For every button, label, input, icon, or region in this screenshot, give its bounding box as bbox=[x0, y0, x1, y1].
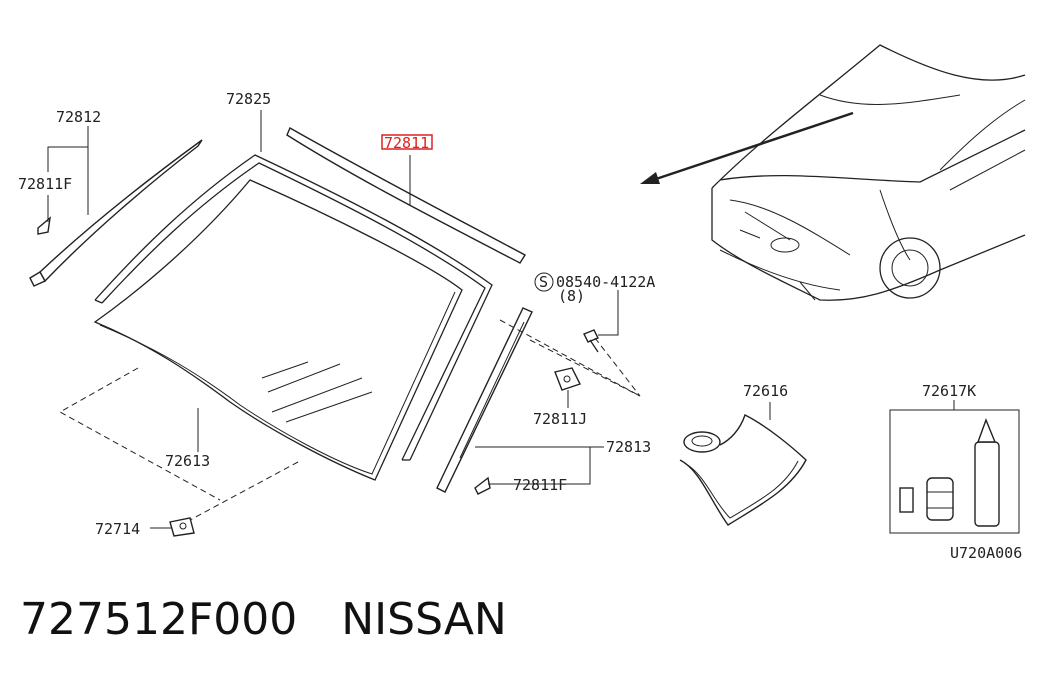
callout-molding-side[interactable]: 72813 bbox=[606, 438, 651, 456]
leader-lines bbox=[47, 110, 955, 529]
weatherstrip bbox=[94, 154, 493, 461]
callout-molding-upper-left[interactable]: 72812 bbox=[56, 108, 101, 126]
figure-code: U720A006 bbox=[950, 544, 1022, 562]
car-icon bbox=[711, 44, 1026, 301]
callout-weatherstrip[interactable]: 72825 bbox=[226, 90, 271, 108]
callout-screw-qty: (8) bbox=[558, 287, 585, 305]
callout-clip-left[interactable]: 72811F bbox=[18, 175, 72, 193]
bracket-icon bbox=[169, 517, 195, 537]
clip-j-icon bbox=[554, 367, 581, 391]
callout-dam-kit[interactable]: 72616 bbox=[743, 382, 788, 400]
callout-adhesive-kit[interactable]: 72617K bbox=[922, 382, 976, 400]
top-molding bbox=[286, 127, 526, 264]
callout-screw[interactable]: 08540-4122A bbox=[556, 273, 655, 291]
windshield-glass bbox=[93, 179, 463, 481]
callout-bracket[interactable]: 72714 bbox=[95, 520, 140, 538]
reference-lines bbox=[58, 319, 641, 521]
adhesive-kit-box bbox=[889, 409, 1020, 534]
caption: 727512F000 NISSAN bbox=[20, 594, 507, 645]
direction-arrow-icon bbox=[640, 111, 854, 184]
screw-symbol-icon: S bbox=[534, 272, 554, 292]
callout-clip-j[interactable]: 72811J bbox=[533, 410, 587, 428]
side-molding bbox=[436, 307, 533, 493]
left-molding bbox=[29, 139, 203, 287]
clip-left-icon bbox=[37, 216, 51, 235]
highlight-box bbox=[381, 134, 433, 150]
dam-kit-icon bbox=[679, 414, 807, 526]
part-number: 727512F000 bbox=[20, 594, 298, 645]
brand-name: NISSAN bbox=[341, 594, 507, 645]
clip-right-icon bbox=[474, 476, 491, 495]
callout-windshield[interactable]: 72613 bbox=[165, 452, 210, 470]
screw-icon bbox=[583, 329, 599, 353]
svg-text:S: S bbox=[539, 273, 548, 291]
callout-molding-top[interactable]: 72811 bbox=[384, 134, 429, 152]
callout-clip-right[interactable]: 72811F bbox=[513, 476, 567, 494]
